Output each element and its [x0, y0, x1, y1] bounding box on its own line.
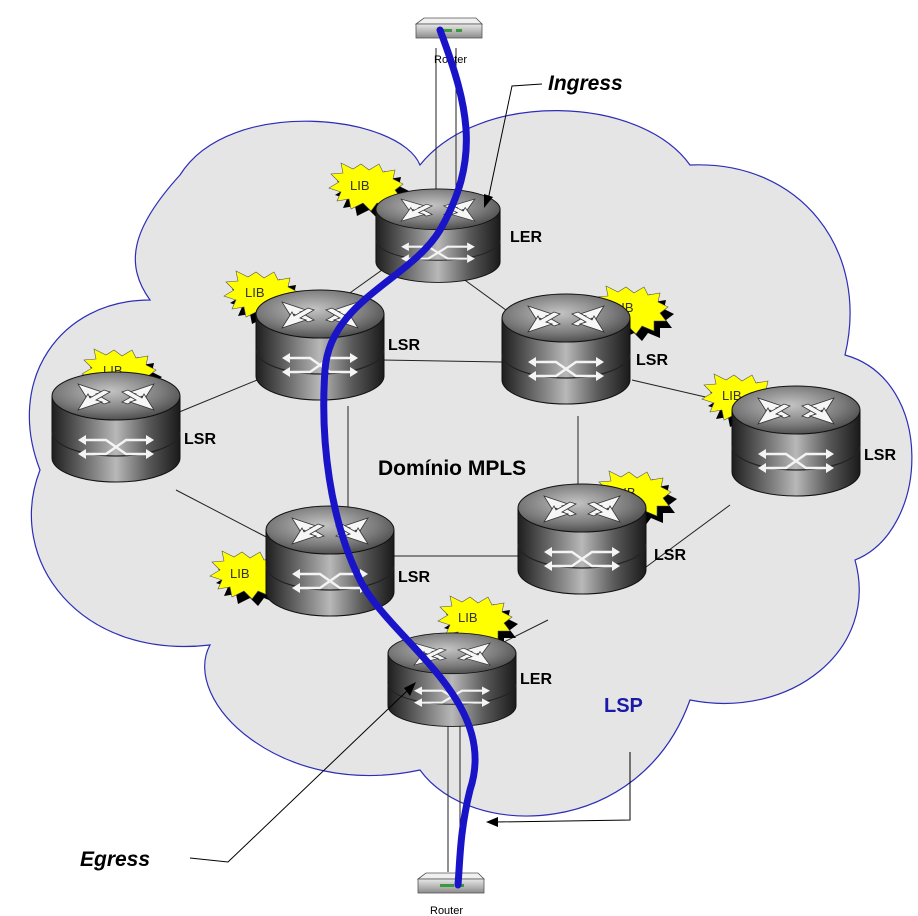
node-label: LSR — [636, 352, 668, 369]
ingress-label: Ingress — [548, 72, 623, 95]
lsr-left-node: LIB LSR — [50, 348, 216, 484]
router-box-icon — [415, 17, 483, 39]
bottom-router-label: Router — [430, 905, 463, 916]
lib-label: LIB — [230, 566, 250, 581]
ler-egress-node: LIB LER — [386, 595, 552, 728]
lsr-upper-left-node: LIB LSR — [223, 270, 420, 402]
node-label: LER — [510, 229, 542, 246]
egress-annotation: Egress — [80, 682, 416, 871]
mpls-router-icon — [50, 370, 182, 484]
mpls-router-icon — [516, 482, 648, 596]
mpls-router-icon — [730, 384, 862, 498]
mpls-router-icon — [500, 292, 632, 406]
router-box-icon — [417, 872, 485, 894]
lsp-annotation: LSP — [486, 695, 643, 827]
lib-label: LIB — [245, 285, 265, 300]
lsp-path — [320, 26, 479, 889]
node-label: LSR — [184, 431, 216, 448]
lsr-upper-right-node: LIB LSR — [500, 285, 675, 406]
node-label: LSR — [654, 547, 686, 564]
lsr-lower-left-node: LIB LSR — [209, 504, 430, 618]
lib-label: LIB — [458, 610, 478, 625]
lsr-lower-right-node: LIB LSR — [516, 470, 686, 596]
node-label: LSR — [398, 569, 430, 586]
node-label: LSR — [864, 447, 896, 464]
ler-ingress-node: LIB LER — [328, 162, 542, 284]
lsr-right-node: LIB LSR — [701, 373, 896, 498]
bottom-router: Router — [417, 872, 485, 916]
lsp-label: LSP — [604, 695, 643, 717]
node-label: LER — [520, 671, 552, 688]
node-label: LSR — [388, 337, 420, 354]
lib-label: LIB — [350, 178, 370, 193]
domain-label: Domínio MPLS — [378, 457, 526, 480]
lib-label: LIB — [722, 388, 742, 403]
ingress-annotation: Ingress — [484, 72, 623, 208]
mpls-router-icon — [386, 631, 518, 728]
mpls-router-icon — [254, 288, 386, 402]
egress-label: Egress — [80, 848, 150, 871]
